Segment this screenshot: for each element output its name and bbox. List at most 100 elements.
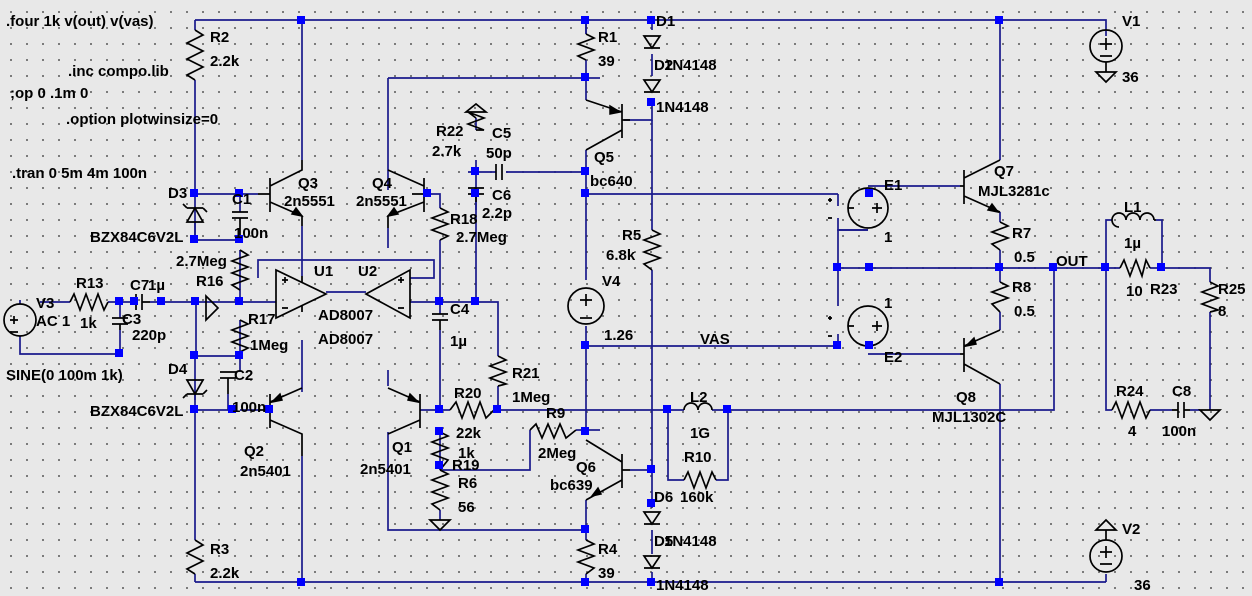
c6-name: C6 — [492, 187, 511, 204]
q5-value: bc640 — [590, 173, 633, 190]
q8-value: MJL1302C — [932, 409, 1006, 426]
resistor-r16 — [229, 249, 251, 291]
c1-name: C1 — [232, 191, 251, 208]
d1-value: 1N4148 — [664, 57, 717, 74]
e1-value: 1 — [884, 229, 892, 246]
opamps — [205, 268, 411, 323]
l2-name: L2 — [690, 389, 708, 406]
v2-name: V2 — [1122, 521, 1140, 538]
resistor-r24 — [1111, 399, 1151, 421]
r8-name: R8 — [1012, 279, 1031, 296]
d2-value: 1N4148 — [656, 99, 709, 116]
r16-value: 2.7Meg — [176, 253, 227, 270]
capacitor-c5 — [495, 164, 503, 180]
c7-name: C7 — [130, 277, 149, 294]
r19-value: 1k — [458, 445, 475, 462]
d4-name: D4 — [168, 361, 188, 378]
q1-name: Q1 — [392, 439, 412, 456]
resistor-r1 — [575, 33, 597, 61]
r3-value: 2.2k — [210, 565, 240, 582]
v2-value: 36 — [1134, 577, 1151, 594]
r18-value: 2.7Meg — [456, 229, 507, 246]
c3-value: 220p — [132, 327, 166, 344]
d5-name: D5 — [654, 533, 673, 550]
r17-value: 1Meg — [250, 337, 288, 354]
d2-name: D2 — [654, 57, 673, 74]
r25-value: 8 — [1218, 303, 1226, 320]
grounds — [427, 102, 1223, 532]
c1-value: 100n — [234, 225, 268, 242]
r20-value: 22k — [456, 425, 482, 442]
c8-name: C8 — [1172, 383, 1191, 400]
resistor-r21 — [487, 355, 509, 387]
component-labels: R2 2.2k R3 2.2k R1 39 R4 39 D1 D2 1N4148… — [6, 13, 1246, 594]
directive-inc: .inc compo.lib — [68, 63, 169, 80]
r24-name: R24 — [1116, 383, 1144, 400]
q1-value: 2n5401 — [360, 461, 411, 478]
d1-name: D1 — [656, 13, 675, 30]
q6-name: Q6 — [576, 459, 596, 476]
r5-name: R5 — [622, 227, 641, 244]
d4-value: BZX84C6V2L — [90, 403, 183, 420]
v4-value: 1.26 — [604, 327, 633, 344]
d5-value: 1N4148 — [664, 533, 717, 550]
inductor-l2 — [683, 402, 713, 411]
resistor-r4 — [575, 539, 597, 575]
d3-value: BZX84C6V2L — [90, 229, 183, 246]
resistor-r25 — [1199, 281, 1221, 313]
r25-name: R25 — [1218, 281, 1246, 298]
resistor-r3 — [185, 539, 205, 575]
r22-value: 2.7k — [432, 143, 462, 160]
resistor-r23 — [1119, 257, 1151, 279]
r21-name: R21 — [512, 365, 540, 382]
r3-name: R3 — [210, 541, 229, 558]
resistor-r6 — [429, 469, 451, 511]
c5-name: C5 — [492, 125, 511, 142]
resistor-r10 — [683, 469, 717, 491]
c7-value: 1µ — [148, 277, 165, 294]
v1-name: V1 — [1122, 13, 1140, 30]
v1-value: 36 — [1122, 69, 1139, 86]
v4-name: V4 — [602, 273, 621, 290]
resistor-r9 — [529, 421, 577, 441]
junctions — [115, 16, 1165, 586]
capacitor-c3 — [112, 317, 128, 330]
r2-name: R2 — [210, 29, 229, 46]
resistor-r13 — [69, 291, 109, 313]
v3-value: AC 1 — [36, 313, 70, 330]
c6-value: 2.2p — [482, 205, 512, 222]
wires — [19, 19, 1211, 583]
directive-tran: .tran 0 5m 4m 100n — [12, 165, 147, 182]
q7-value: MJL3281c — [978, 183, 1050, 200]
q7-name: Q7 — [994, 163, 1014, 180]
r4-name: R4 — [598, 541, 618, 558]
q2-name: Q2 — [244, 443, 264, 460]
r23-name: R23 — [1150, 281, 1178, 298]
q4-value: 2n5551 — [356, 193, 407, 210]
u2-name: U2 — [358, 263, 377, 280]
capacitors — [112, 164, 1190, 418]
c4-value: 1µ — [450, 333, 467, 350]
r9-value: 2Meg — [538, 445, 576, 462]
inductors — [683, 212, 1156, 411]
resistor-r2 — [185, 29, 205, 81]
c2-value: 100n — [232, 399, 266, 416]
net-label-out: OUT — [1056, 253, 1088, 270]
r22-name: R22 — [436, 123, 464, 140]
sources — [3, 29, 1123, 573]
q6-value: bc639 — [550, 477, 593, 494]
q2-value: 2n5401 — [240, 463, 291, 480]
r6-value: 56 — [458, 499, 475, 516]
l2-value: 1G — [690, 425, 710, 442]
resistor-r20 — [449, 399, 495, 421]
q8-name: Q8 — [956, 389, 976, 406]
r1-name: R1 — [598, 29, 617, 46]
r2-value: 2.2k — [210, 53, 240, 70]
directive-four: .four 1k v(out) v(vas) — [6, 13, 154, 30]
d3-name: D3 — [168, 185, 187, 202]
r9-name: R9 — [546, 405, 565, 422]
q4-name: Q4 — [372, 175, 393, 192]
c8-value: 100n — [1162, 423, 1196, 440]
r4-value: 39 — [598, 565, 615, 582]
